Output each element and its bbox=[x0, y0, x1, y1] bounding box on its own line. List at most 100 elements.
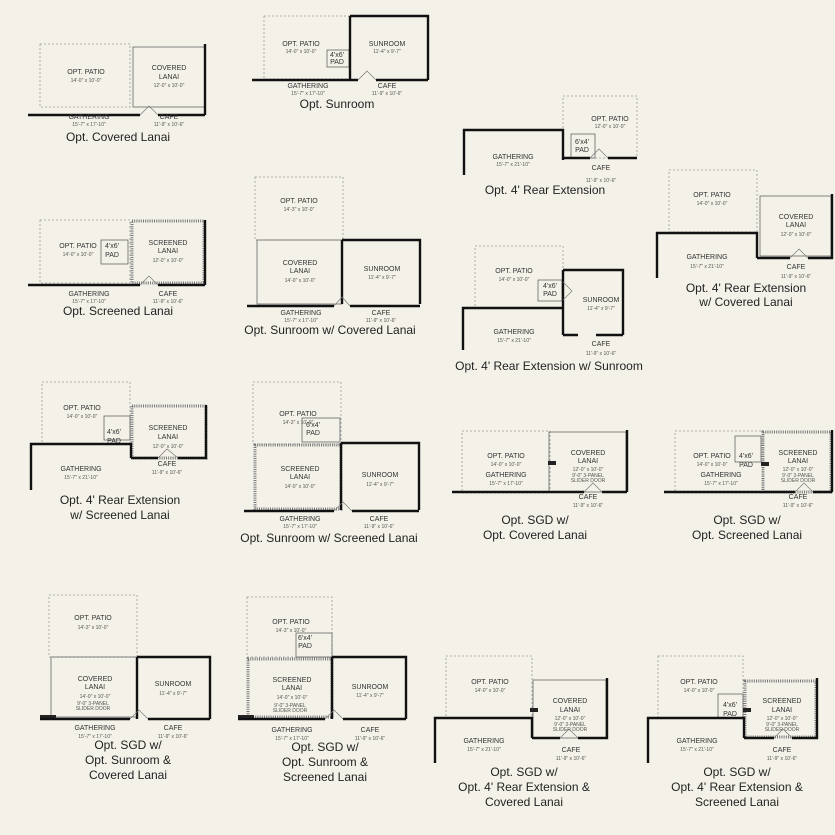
plan-title: Opt. 4' Rear Extension bbox=[60, 493, 180, 507]
room-label: OPT. PATIO bbox=[693, 192, 731, 199]
room-label: SUNROOM bbox=[362, 472, 399, 479]
room-label: LANAI bbox=[290, 474, 310, 481]
room-dimension: 11'-9" x 10'-6" bbox=[586, 178, 617, 184]
room-label: CAFE bbox=[562, 747, 581, 754]
room-dimension: 12'-0" x 10'-0" bbox=[154, 83, 185, 89]
room-label: 4'x6' bbox=[543, 283, 557, 290]
room-label: GATHERING bbox=[280, 310, 321, 317]
room-label: CAFE bbox=[158, 461, 177, 468]
plan-rear-extension-sunroom: OPT. PATIO 14'-0" x 10'-0" 4'x6' PAD SUN… bbox=[455, 245, 643, 373]
plan-title: Opt. Screened Lanai bbox=[692, 528, 802, 542]
room-label: COVERED bbox=[78, 676, 113, 683]
plan-covered-lanai: OPT. PATIO 14'-0" x 10'-0" COVERED LANAI… bbox=[28, 43, 207, 144]
plan-title: Opt. Sunroom & bbox=[85, 753, 171, 767]
room-label: OPT. PATIO bbox=[67, 69, 105, 76]
room-dimension: 11'-9" x 10'-6" bbox=[158, 734, 189, 740]
slider-door-label: SLIDER DOOR bbox=[553, 727, 588, 733]
room-dimension: 11'-9" x 10'-6" bbox=[154, 122, 185, 128]
room-label: OPT. PATIO bbox=[591, 116, 629, 123]
room-label: LANAI bbox=[85, 684, 105, 691]
room-dimension: 11'-4" x 9'-7" bbox=[356, 693, 384, 699]
room-label: CAFE bbox=[592, 165, 611, 172]
room-label: SCREENED bbox=[779, 450, 818, 457]
room-label: OPT. PATIO bbox=[693, 453, 731, 460]
room-dimension: 15'-7" x 17'-10" bbox=[72, 122, 106, 128]
room-label: COVERED bbox=[152, 65, 187, 72]
room-label: LANAI bbox=[772, 707, 792, 714]
room-dimension: 14'-0" x 10'-0" bbox=[475, 688, 506, 694]
room-label: LANAI bbox=[158, 248, 178, 255]
room-dimension: 11'-9" x 10'-6" bbox=[372, 91, 403, 97]
room-label: CAFE bbox=[579, 494, 598, 501]
plan-sunroom: OPT. PATIO 14'-0" x 10'-0" 4'x6' PAD SUN… bbox=[252, 14, 430, 111]
slider-door-label: 9'-0" 3-PANEL bbox=[572, 473, 604, 479]
room-label: 6'x4' bbox=[306, 422, 320, 429]
room-dimension: 14'-3" x 10'-0" bbox=[276, 628, 307, 634]
room-label: COVERED bbox=[779, 214, 814, 221]
room-dimension: 12'-0" x 10'-0" bbox=[153, 258, 184, 264]
plan-title: Opt. SGD w/ bbox=[94, 738, 162, 752]
room-label: OPT. PATIO bbox=[487, 453, 525, 460]
plan-title: Covered Lanai bbox=[89, 768, 167, 782]
room-dimension: 14'-0" x 10'-0" bbox=[491, 462, 522, 468]
room-dimension: 14'-0" x 10'-0" bbox=[286, 49, 317, 55]
room-label: GATHERING bbox=[271, 727, 312, 734]
room-label: LANAI bbox=[282, 685, 302, 692]
room-label: GATHERING bbox=[279, 516, 320, 523]
room-label: SUNROOM bbox=[155, 681, 192, 688]
room-label: SCREENED bbox=[763, 698, 802, 705]
room-label: PAD bbox=[575, 147, 589, 154]
room-label: GATHERING bbox=[68, 291, 109, 298]
slider-door-label: 9'-0" 3-PANEL bbox=[782, 473, 814, 479]
plan-sgd-sunroom-screened-lanai: OPT. PATIO 14'-3" x 10'-0" 6'x4' PAD SCR… bbox=[238, 596, 408, 784]
room-dimension: 11'-4" x 9'-7" bbox=[587, 306, 615, 312]
room-label: GATHERING bbox=[60, 466, 101, 473]
room-label: COVERED bbox=[571, 450, 606, 457]
room-label: CAFE bbox=[370, 516, 389, 523]
room-label: GATHERING bbox=[686, 254, 727, 261]
slider-door-label: SLIDER DOOR bbox=[571, 478, 606, 484]
plan-title: Opt. SGD w/ bbox=[713, 513, 781, 527]
room-label: PAD bbox=[306, 430, 320, 437]
slider-door-label: SLIDER DOOR bbox=[781, 478, 816, 484]
room-dimension: 14'-3" x 10'-0" bbox=[78, 625, 109, 631]
room-dimension: 11'-9" x 10'-6" bbox=[153, 299, 184, 305]
room-label: LANAI bbox=[290, 268, 310, 275]
room-label: GATHERING bbox=[463, 738, 504, 745]
room-dimension: 11'-9" x 10'-6" bbox=[152, 470, 183, 476]
room-label: SUNROOM bbox=[583, 297, 620, 304]
room-label: LANAI bbox=[560, 707, 580, 714]
room-dimension: 14'-0" x 10'-0" bbox=[285, 484, 316, 490]
room-dimension: 15'-7" x 21'-10" bbox=[496, 162, 530, 168]
room-dimension: 15'-7" x 21'-10" bbox=[690, 264, 724, 270]
room-label: GATHERING bbox=[700, 472, 741, 479]
plan-sgd-rear-extension-covered-lanai: OPT. PATIO 14'-0" x 10'-0" COVERED LANAI… bbox=[433, 655, 609, 809]
room-label: SCREENED bbox=[149, 425, 188, 432]
plan-sgd-screened-lanai: OPT. PATIO 14'-0" x 10'-0" 4'x6' PAD SCR… bbox=[664, 430, 834, 542]
room-label: COVERED bbox=[283, 260, 318, 267]
plan-title: Opt. Sunroom w/ Covered Lanai bbox=[244, 323, 415, 337]
plan-rear-extension: OPT. PATIO 12'-0" x 10'-0" 6'x4' PAD GAT… bbox=[462, 95, 638, 197]
room-label: CAFE bbox=[159, 291, 178, 298]
room-dimension: 15'-7" x 17'-10" bbox=[704, 481, 738, 487]
room-label: GATHERING bbox=[485, 472, 526, 479]
room-label: SUNROOM bbox=[364, 266, 401, 273]
plan-title: Opt. Covered Lanai bbox=[66, 130, 170, 144]
room-dimension: 14'-0" x 10'-0" bbox=[67, 414, 98, 420]
room-dimension: 15'-7" x 21'-10" bbox=[467, 747, 501, 753]
plan-title: w/ Screened Lanai bbox=[69, 508, 169, 522]
room-dimension: 11'-4" x 9'-7" bbox=[368, 275, 396, 281]
room-dimension: 12'-0" x 10'-0" bbox=[783, 467, 814, 473]
room-label: LANAI bbox=[159, 74, 179, 81]
room-dimension: 11'-9" x 10'-6" bbox=[586, 351, 617, 357]
slider-door-label: 9'-0" 3-PANEL bbox=[766, 722, 798, 728]
plan-title: Opt. Sunroom & bbox=[282, 755, 368, 769]
plan-sgd-covered-lanai: OPT. PATIO 14'-0" x 10'-0" COVERED LANAI… bbox=[452, 430, 629, 542]
room-label: 4'x6' bbox=[105, 243, 119, 250]
room-dimension: 14'-3" x 10'-0" bbox=[283, 420, 314, 426]
room-label: CAFE bbox=[787, 264, 806, 271]
room-label: OPT. PATIO bbox=[279, 411, 317, 418]
room-dimension: 14'-3" x 10'-0" bbox=[284, 207, 315, 213]
plan-title: Opt. Screened Lanai bbox=[63, 304, 173, 318]
